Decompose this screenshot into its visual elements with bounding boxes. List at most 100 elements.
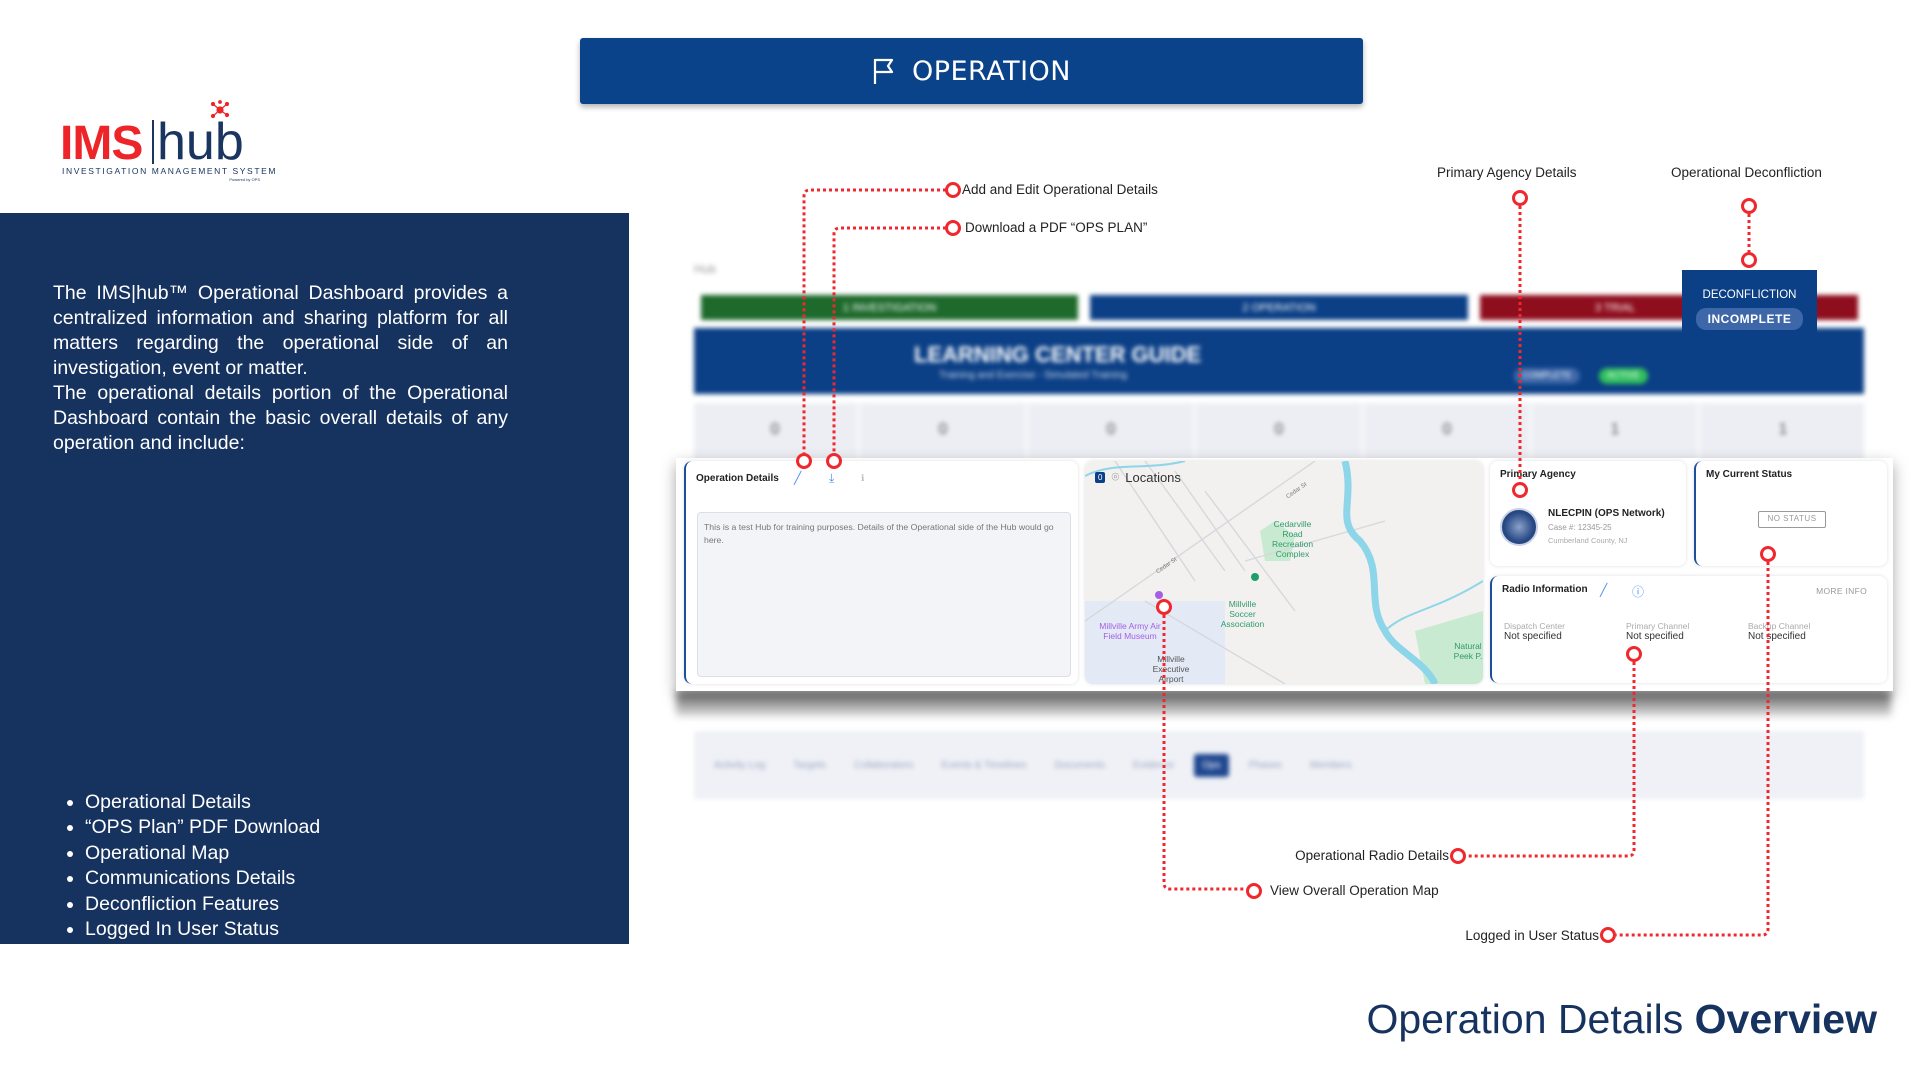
stat: 1 (1702, 403, 1864, 463)
tab[interactable]: Phases (1248, 759, 1282, 771)
info-icon[interactable]: ℹ (861, 473, 865, 483)
feature-item: Operational Map (85, 841, 320, 866)
intro-paragraph-2: The operational details portion of the O… (53, 382, 508, 454)
annotation-download: Download a PDF “OPS PLAN” (965, 220, 1148, 235)
status-pill: COMPLETE (1514, 368, 1580, 384)
feature-list: Operational Details “OPS Plan” PDF Downl… (85, 790, 320, 968)
active-pill: ACTIVE (1599, 368, 1648, 384)
callout-marker (945, 182, 961, 198)
map-label: Natural Peek P. (1453, 641, 1483, 661)
stat: 0 (1030, 403, 1192, 463)
field-value: Not specified (1626, 631, 1684, 642)
deconfliction-label: DECONFLICTION (1702, 289, 1797, 301)
stat: 0 (1366, 403, 1528, 463)
feature-item: Logged In User Status (85, 917, 320, 942)
logo-hub: hub (157, 113, 244, 171)
stat: 0 (694, 403, 856, 463)
tab[interactable]: Activity Log (714, 759, 766, 771)
field-label: Primary Channel (1626, 621, 1690, 631)
hub-tabs: Activity Log Targets Collaborators Event… (694, 731, 1864, 799)
map-pin-museum (1155, 591, 1163, 599)
page-title: Operation Details Overview (1366, 996, 1877, 1043)
card-title: Radio Information (1502, 584, 1588, 595)
callout-marker (945, 220, 961, 236)
callout-marker (1450, 848, 1466, 864)
card-title: Operation Details (696, 473, 779, 484)
field-value: Not specified (1504, 631, 1562, 642)
tab[interactable]: Targets (793, 759, 826, 771)
callout-marker (1741, 252, 1757, 268)
edit-pencil-icon[interactable]: ╱ (1600, 583, 1608, 597)
tab[interactable]: Collaborators (853, 759, 914, 771)
stats-row: 0 0 0 0 0 1 1 (694, 403, 1864, 463)
hub-subtitle: Training and Exercise - Simulated Traini… (939, 370, 1128, 381)
annotation-primary-agency: Primary Agency Details (1437, 165, 1577, 180)
annotation-map: View Overall Operation Map (1270, 883, 1439, 898)
primary-agency-card: Primary Agency NLECPIN (OPS Network) Cas… (1490, 461, 1686, 566)
logo-ims: IMS (60, 117, 143, 170)
feature-item: Deconfliction Features (85, 892, 320, 917)
radio-information-card: Radio Information ╱ ⓘ MORE INFO Dispatch… (1490, 576, 1887, 683)
phase-investigation[interactable]: 1 INVESTIGATION (701, 295, 1078, 320)
map-label: Cedarville Road Recreation Complex (1271, 519, 1314, 559)
feature-item: Primary Agency Details (85, 942, 320, 967)
operation-panel: Operation Details ╱ ⤓ ℹ This is a test H… (676, 458, 1893, 691)
callout-marker (1600, 927, 1616, 943)
operation-description[interactable]: This is a test Hub for training purposes… (697, 512, 1071, 677)
feature-item: “OPS Plan” PDF Download (85, 815, 320, 840)
banner-title: OPERATION (911, 55, 1072, 87)
tab[interactable]: Documents (1054, 759, 1106, 771)
stat: 0 (1198, 403, 1360, 463)
locations-title: Locations (1125, 469, 1181, 485)
map-label: Millville Army Air Field Museum (1099, 621, 1161, 641)
location-count: 0 (1095, 471, 1106, 483)
agency-name: NLECPIN (OPS Network) (1548, 508, 1665, 519)
panel-shadow (676, 691, 1891, 716)
deconfliction-status[interactable]: INCOMPLETE (1695, 308, 1804, 330)
edit-pencil-icon[interactable]: ╱ (794, 471, 802, 485)
tab[interactable]: Members (1309, 759, 1352, 771)
logo-subtitle: INVESTIGATION MANAGEMENT SYSTEM (62, 166, 278, 176)
location-pin-icon: ⌾ (1111, 469, 1120, 484)
tab[interactable]: Events & Timelines (941, 759, 1027, 771)
stat: 1 (1534, 403, 1696, 463)
flag-icon (873, 58, 894, 84)
map-pin-soccer (1251, 573, 1259, 581)
network-node-icon (210, 100, 230, 119)
title-regular: Operation Details (1366, 996, 1684, 1042)
map-label: Millville Soccer Association (1220, 599, 1265, 629)
annotation-deconfliction: Operational Deconfliction (1671, 165, 1822, 180)
map-label: Millville Executive Airport (1152, 654, 1190, 684)
tab-active[interactable]: Ops (1194, 753, 1229, 777)
status-button[interactable]: NO STATUS (1758, 511, 1826, 528)
phase-operation[interactable]: 2 OPERATION (1090, 295, 1468, 320)
logo-powered-by: Powered by OPS (229, 177, 260, 182)
card-title: My Current Status (1706, 469, 1793, 480)
field-value: Not specified (1748, 631, 1806, 642)
breadcrumb[interactable]: Hub (694, 262, 717, 276)
feature-item: Operational Details (85, 790, 320, 815)
download-pdf-icon[interactable]: ⤓ (829, 471, 835, 485)
info-icon[interactable]: ⓘ (1632, 585, 1645, 599)
intro-paragraph-1: The IMS|hub™ Operational Dashboard provi… (53, 282, 508, 379)
annotation-status: Logged in User Status (1465, 928, 1599, 943)
stat: 0 (862, 403, 1024, 463)
field-label: Dispatch Center (1504, 621, 1565, 631)
card-title: Primary Agency (1500, 469, 1576, 480)
case-number: Case #: 12345-25 (1548, 523, 1612, 532)
logo-divider (152, 120, 154, 164)
callout-marker (1246, 883, 1262, 899)
agency-location: Cumberland County, NJ (1548, 536, 1628, 545)
field-label: Backup Channel (1748, 621, 1811, 631)
callout-marker (1512, 190, 1528, 206)
annotation-add-edit: Add and Edit Operational Details (962, 182, 1158, 197)
more-info-button[interactable]: MORE INFO (1816, 586, 1867, 596)
tab[interactable]: Evidence (1133, 759, 1175, 771)
deconfliction-box[interactable]: DECONFLICTION INCOMPLETE (1682, 270, 1817, 341)
hub-title: LEARNING CENTER GUIDE (914, 342, 1202, 367)
feature-item: Communications Details (85, 866, 320, 891)
imshub-logo: IMS hub INVESTIGATION MANAGEMENT SYSTEM … (60, 100, 275, 185)
locations-map[interactable]: 0 ⌾ Locations Cedarville Road Recreation… (1085, 461, 1483, 684)
